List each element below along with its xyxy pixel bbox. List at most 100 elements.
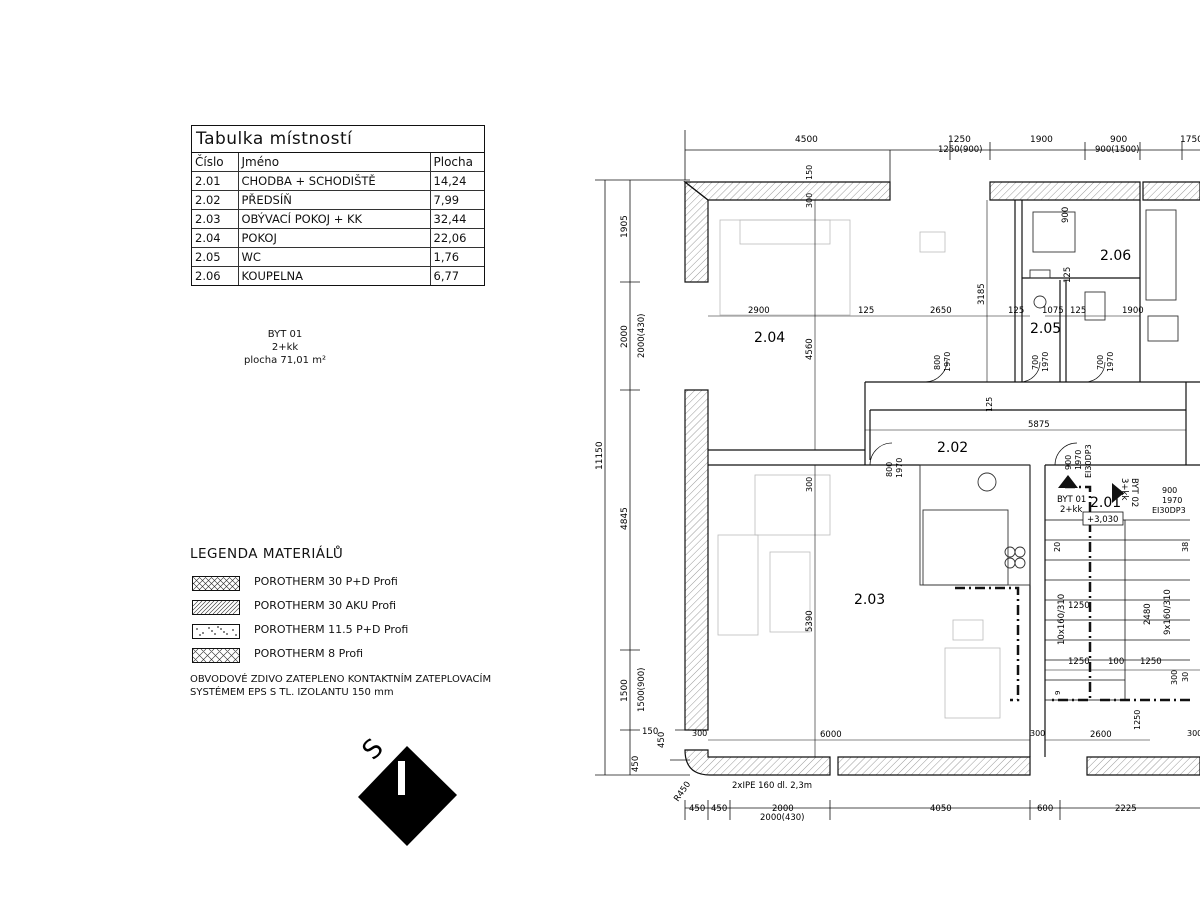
dim-left-4845: 4845 [620,507,630,530]
door-label-w: 800 [885,462,894,477]
dim-left-2000: 2000 [620,325,630,348]
room-label: 2.04 [754,330,785,346]
dim-5875: 5875 [1028,420,1050,430]
dim-top-1250-900: 1250(900) [938,145,983,155]
column-header-name: Jméno [237,153,431,172]
west-wall-upper [684,180,709,283]
dim-bottom-2225: 2225 [1115,804,1137,814]
stair-label-left: 10x160/310 [1057,594,1067,645]
legend-label: POROTHERM 30 AKU Profi [254,599,397,612]
dim-1250c: 1250 [1140,657,1162,667]
dim-left-1905: 1905 [620,215,630,238]
room-table-header-row: Číslo Jméno Plocha [192,153,484,172]
floor-plan-drawing: 4500 1250 1900 900 1750 1250(900) 900(15… [595,130,1200,823]
legend-item: POROTHERM 30 AKU Profi [190,598,520,622]
dim-bottom-4050: 4050 [930,804,952,814]
north-arrow-notch [398,761,405,795]
dim-125a: 125 [858,306,874,316]
door-label-h: 1970 [895,458,904,478]
table-row: 2.01 CHODBA + SCHODIŠTĚ 14,24 [192,171,484,191]
south-wall [684,749,831,776]
legend-label: POROTHERM 11.5 P+D Profi [254,623,409,636]
dim-left-450b: 450 [631,756,641,772]
dim-4560: 4560 [805,338,815,360]
column-header-area: Plocha [429,153,484,172]
room-area: 32,44 [429,209,484,229]
south-wall-mid [837,756,1031,776]
room-name: CHODBA + SCHODIŠTĚ [237,171,431,191]
door-label-h: 1970 [1106,352,1115,372]
north-wall-mid [989,181,1141,201]
dim-1250-v: 1250 [1133,710,1142,730]
door-label-w: 700 [1031,355,1040,370]
table-row: 2.05 WC 1,76 [192,247,484,267]
north-wall [683,181,891,201]
dim-1250b: 1250 [1068,657,1090,667]
floor-plan: 4500 1250 1900 900 1750 1250(900) 900(15… [590,120,1200,840]
door-label-fire: EI30DP3 [1084,444,1093,478]
dim-bottom-2000: 2000 [772,804,794,814]
diagonal-hatch-swatch [192,600,240,615]
room-number: 2.02 [192,190,239,210]
dots-swatch [192,624,240,639]
left-dimension-lines [595,179,695,776]
dim-300d: 300 [1030,729,1045,738]
byt01-type: 2+kk [1060,505,1082,515]
dim-bottom-450b: 450 [711,804,727,814]
room-name: OBÝVACÍ POKOJ + KK [237,209,431,229]
legend-label: POROTHERM 8 Profi [254,647,364,660]
cross-hatch-swatch [192,648,240,663]
door-label-w: 800 [933,355,942,370]
door-label-w: 900 [1064,455,1073,470]
insulation-note: OBVODOVÉ ZDIVO ZATEPLENO KONTAKTNÍM ZATE… [190,674,510,699]
dim-left-1500: 1500 [620,679,630,702]
dim-1250a: 1250 [1068,601,1090,611]
dim-20: 20 [1053,542,1062,552]
dim-left-1500-900: 1500(900) [637,668,647,713]
table-row: 2.04 POKOJ 22,06 [192,228,484,248]
exterior-walls [683,180,1200,776]
unit-name: BYT 01 [267,329,303,340]
dim-2650: 2650 [930,306,952,316]
byt02-type: 3+kk [1119,478,1129,500]
table-row: 2.06 KOUPELNA 6,77 [192,266,484,285]
column-header-number: Číslo [192,153,239,172]
room-label: 2.05 [1030,321,1061,337]
unit-info: BYT 01 2+kk plocha 71,01 m² [230,328,340,367]
dim-top-4500: 4500 [795,135,818,145]
door-label-w: 700 [1096,355,1105,370]
dim-left-2000-430: 2000(430) [637,314,647,359]
dim-left-11150: 11150 [595,441,605,470]
room-area: 22,06 [429,228,484,248]
room-area: 1,76 [429,247,484,267]
dim-bottom-2000-430: 2000(430) [760,813,805,823]
dim-1900: 1900 [1122,306,1144,316]
level-marker: +3,030 [1087,515,1118,525]
room-name: WC [237,247,431,267]
unit-area: plocha 71,01 m² [244,355,326,366]
dim-300e: 300 [1187,729,1200,738]
dim-900-h: 900 [1061,207,1071,223]
room-area: 6,77 [429,266,484,285]
legend-item: POROTHERM 30 P+D Profi [190,574,520,598]
dim-125c: 125 [1070,306,1086,316]
north-arrow-square [358,746,457,846]
north-arrow: S [357,733,457,846]
room-name: KOUPELNA [237,266,431,285]
room-name: POKOJ [237,228,431,248]
dim-r450: R450 [672,780,693,804]
beam-note: 2xIPE 160 dl. 2,3m [732,781,812,791]
room-label: 2.06 [1100,248,1131,264]
room-number: 2.06 [192,266,239,285]
fixtures [919,209,1179,586]
dim-2480: 2480 [1143,603,1153,625]
dim-bottom-600: 600 [1037,804,1053,814]
note-line: SYSTÉMEM EPS S TL. IZOLANTU 150 mm [190,686,394,698]
byt02-name: BYT 02 [1129,478,1139,507]
dim-top-1250: 1250 [948,135,971,145]
dim-top-1900: 1900 [1030,135,1053,145]
level-marker-box [1082,511,1124,526]
room-area: 7,99 [429,190,484,210]
room-label: 2.02 [937,440,968,456]
dim-125-v: 125 [985,397,994,412]
